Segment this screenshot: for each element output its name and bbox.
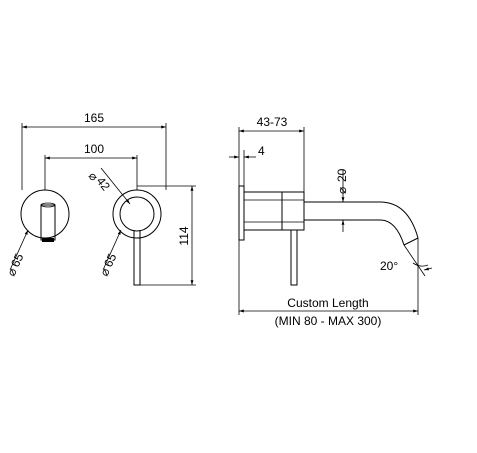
- spout-bottom: [304, 219, 405, 246]
- side-view: 43-73 4 ⌀ 20 20° Custom Length (MIN 80 -…: [229, 115, 433, 328]
- side-lever: [290, 230, 298, 286]
- dim-20-diameter-symbol: ⌀: [335, 187, 349, 194]
- dim-114-label: 114: [177, 226, 191, 245]
- dim-65-right-label: 65: [101, 251, 119, 269]
- spout-aerator: [42, 238, 54, 242]
- mixer-handle: [133, 230, 141, 286]
- dim-4-label: 4: [258, 144, 265, 158]
- dim-165-label: 165: [84, 111, 104, 125]
- custom-length-label: Custom Length: [287, 296, 368, 310]
- dim-20-diameter-label: 20: [335, 168, 349, 182]
- front-view: 165 100 114 ⌀ 42 ⌀ 65 ⌀ 65: [4, 111, 196, 286]
- dim-20-angle-label: 20°: [380, 259, 398, 273]
- mixer-body: [281, 191, 305, 231]
- mixer-body-circle: [119, 196, 155, 232]
- dim-43-73-label: 43-73: [257, 115, 288, 129]
- wall-plate: [238, 185, 245, 241]
- custom-length-range-label: (MIN 80 - MAX 300): [275, 314, 382, 328]
- spout-outlet: [40, 204, 56, 241]
- dim-100-label: 100: [84, 142, 104, 156]
- spout-top: [304, 201, 419, 239]
- spout-plate-circle: [20, 189, 70, 239]
- dim-65-left-label: 65: [8, 251, 26, 269]
